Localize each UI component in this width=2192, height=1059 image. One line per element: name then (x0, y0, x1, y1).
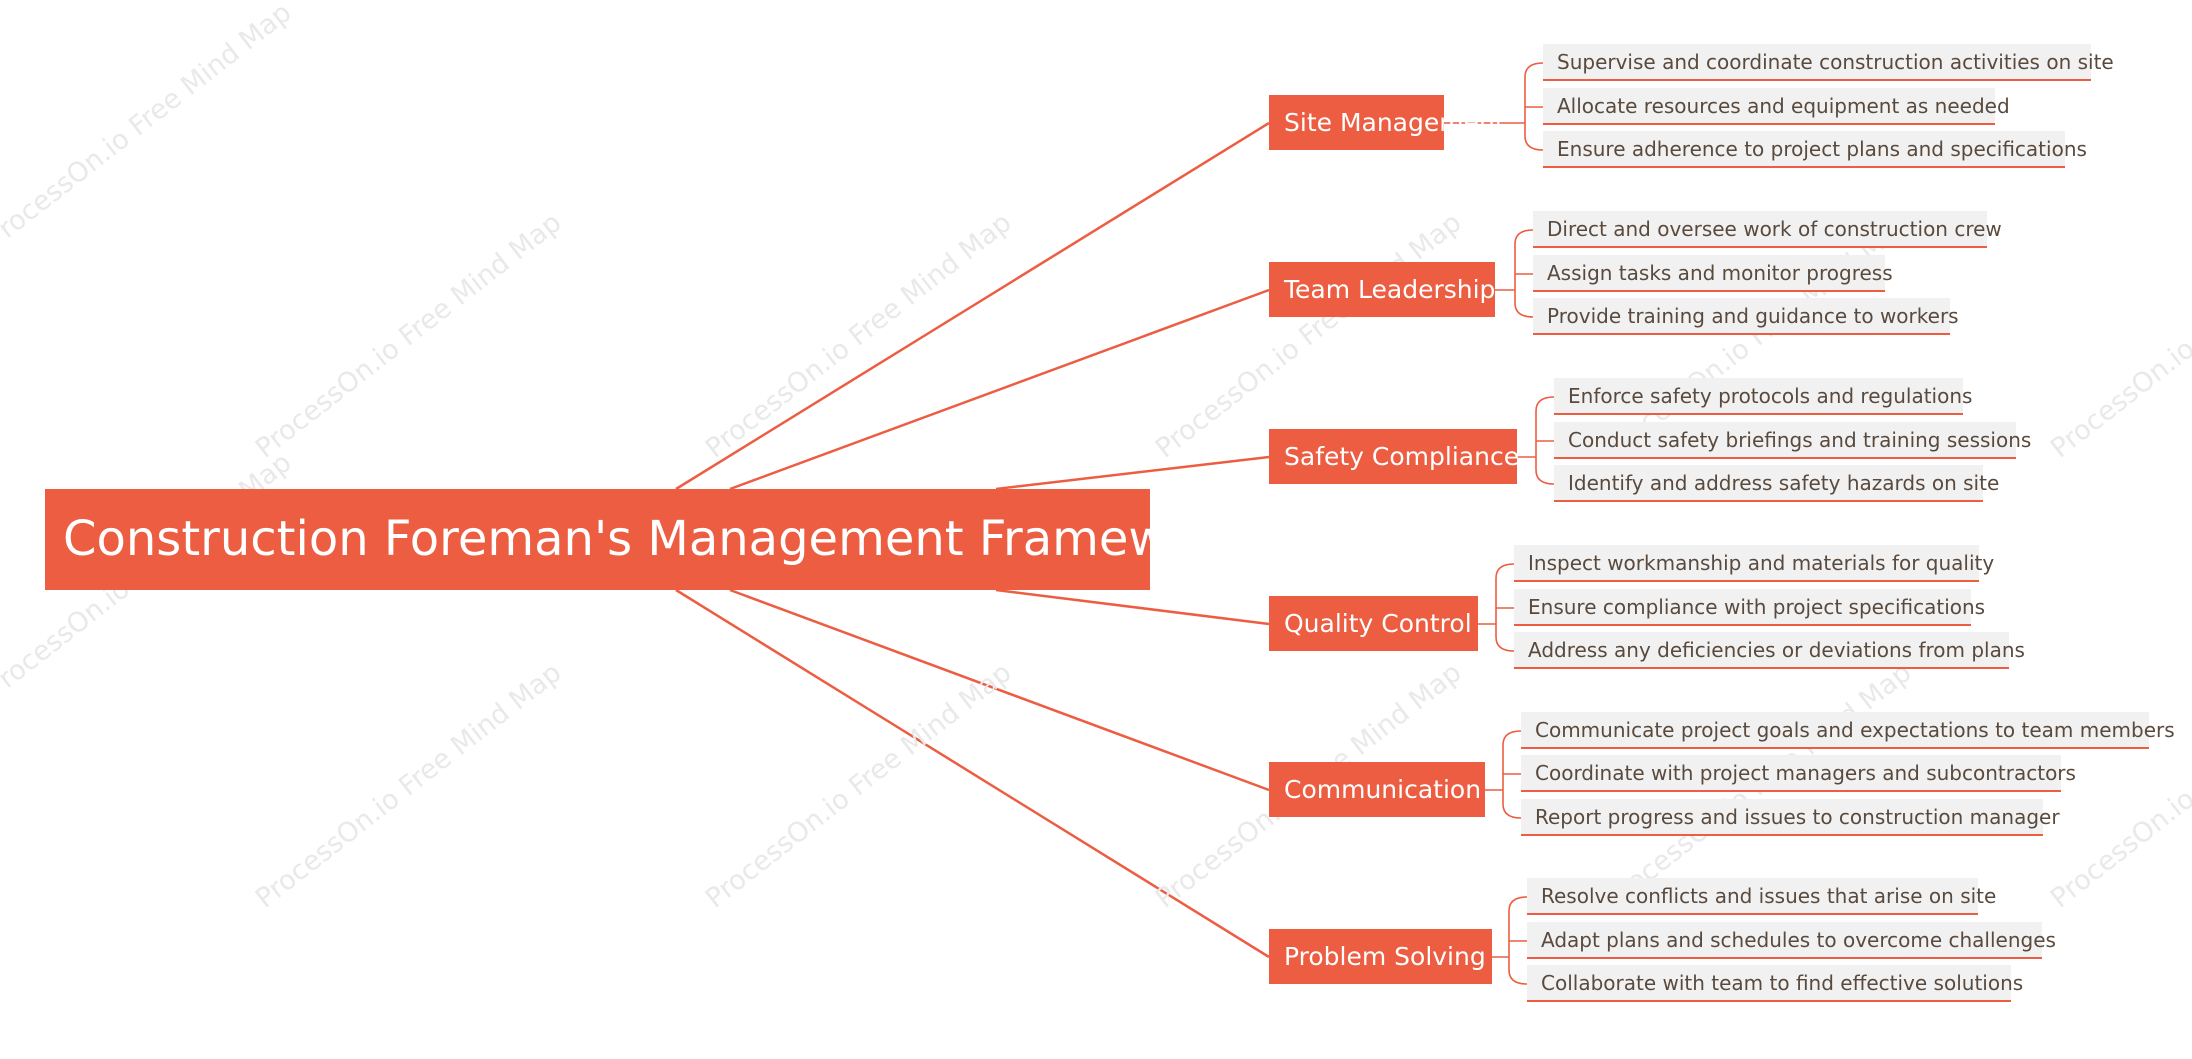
leaf-topic-label: Conduct safety briefings and training se… (1568, 428, 2032, 452)
root-to-branch-connector (995, 588, 1270, 626)
leaf-topic[interactable]: Enforce safety protocols and regulations (1554, 378, 1972, 415)
leaf-topic[interactable]: Collaborate with team to find effective … (1527, 965, 2023, 1002)
leaf-topic-label: Ensure compliance with project specifica… (1528, 595, 1986, 619)
leaf-topic-label: Collaborate with team to find effective … (1541, 971, 2024, 995)
root-to-branch-connector (729, 288, 1270, 491)
root-to-branch-connector (995, 455, 1270, 491)
branch-topic-label: Safety Compliance (1284, 442, 1520, 471)
leaf-topic-label: Adapt plans and schedules to overcome ch… (1541, 928, 2056, 952)
leaf-topic[interactable]: Ensure adherence to project plans and sp… (1543, 131, 2087, 168)
leaf-topic-label: Direct and oversee work of construction … (1547, 217, 2002, 241)
leaf-topic[interactable]: Identify and address safety hazards on s… (1554, 465, 1999, 502)
leaf-topic[interactable]: Conduct safety briefings and training se… (1554, 422, 2031, 459)
leaf-topic[interactable]: Ensure compliance with project specifica… (1514, 589, 1985, 626)
leaf-topic-label: Communicate project goals and expectatio… (1535, 718, 2175, 742)
leaf-topic-label: Enforce safety protocols and regulations (1568, 384, 1973, 408)
leaf-topic[interactable]: Communicate project goals and expectatio… (1521, 712, 2175, 749)
branch-topic[interactable]: Communication (1269, 762, 1485, 817)
branch-topic[interactable]: Team Leadership (1269, 262, 1495, 317)
root-to-branch-connector (729, 588, 1270, 792)
root-to-branch-connector (675, 121, 1270, 491)
leaf-topic-label: Report progress and issues to constructi… (1535, 805, 2060, 829)
leaf-topic-label: Coordinate with project managers and sub… (1535, 761, 2076, 785)
branch-topic-label: Site Management (1284, 108, 1505, 137)
root-topic-label: Construction Foreman's Management Framew… (63, 511, 1245, 567)
root-topic[interactable]: Construction Foreman's Management Framew… (45, 489, 1245, 590)
leaf-topic-label: Allocate resources and equipment as need… (1557, 94, 2010, 118)
leaf-topic[interactable]: Assign tasks and monitor progress (1533, 255, 1893, 292)
leaf-topic[interactable]: Adapt plans and schedules to overcome ch… (1527, 922, 2056, 959)
branch-topic[interactable]: Safety Compliance (1269, 429, 1520, 484)
root-to-branch-connector (675, 588, 1270, 959)
branch-topic-label: Quality Control (1284, 609, 1472, 638)
leaf-topic[interactable]: Allocate resources and equipment as need… (1543, 88, 2010, 125)
leaf-topic[interactable]: Coordinate with project managers and sub… (1521, 755, 2076, 792)
leaf-topic[interactable]: Provide training and guidance to workers (1533, 298, 1959, 335)
leaf-topic-label: Resolve conflicts and issues that arise … (1541, 884, 1997, 908)
leaf-topic-label: Supervise and coordinate construction ac… (1557, 50, 2114, 74)
leaf-topic-label: Ensure adherence to project plans and sp… (1557, 137, 2087, 161)
branch-topic-label: Team Leadership (1284, 275, 1496, 304)
leaf-topic[interactable]: Resolve conflicts and issues that arise … (1527, 878, 1996, 915)
branch-topic[interactable]: Quality Control (1269, 596, 1478, 651)
leaf-topic-label: Address any deficiencies or deviations f… (1528, 638, 2025, 662)
leaf-topic-label: Inspect workmanship and materials for qu… (1528, 551, 1995, 575)
branch-topic-label: Problem Solving (1284, 942, 1486, 971)
leaf-topic[interactable]: Report progress and issues to constructi… (1521, 799, 2060, 836)
leaf-topic[interactable]: Address any deficiencies or deviations f… (1514, 632, 2025, 669)
branch-topic-label: Communication (1284, 775, 1482, 804)
leaf-topic[interactable]: Supervise and coordinate construction ac… (1543, 44, 2114, 81)
leaf-topic[interactable]: Inspect workmanship and materials for qu… (1514, 545, 1994, 582)
leaf-topic-label: Assign tasks and monitor progress (1547, 261, 1893, 285)
leaf-topic[interactable]: Direct and oversee work of construction … (1533, 211, 2002, 248)
leaf-topic-label: Identify and address safety hazards on s… (1568, 471, 2000, 495)
branch-topic[interactable]: Site Management (1269, 95, 1505, 150)
leaf-topic-label: Provide training and guidance to workers (1547, 304, 1959, 328)
branch-topic[interactable]: Problem Solving (1269, 929, 1492, 984)
